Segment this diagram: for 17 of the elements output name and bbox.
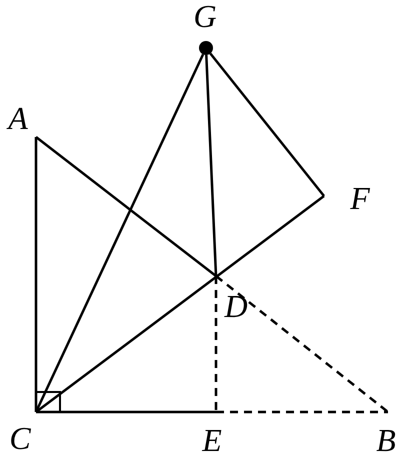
- line-segment: [205, 54, 218, 276]
- line-segment: [209, 52, 325, 197]
- line-segment: [35, 136, 217, 277]
- dashed-line: [216, 410, 388, 414]
- dashed-line: [215, 275, 389, 413]
- line-segment: [34, 137, 38, 412]
- line-segment: [34, 54, 204, 413]
- point-label: D: [224, 290, 248, 322]
- line-segment: [36, 410, 216, 414]
- point-label: C: [9, 422, 31, 454]
- point-label: A: [8, 102, 28, 134]
- point-label: B: [376, 424, 396, 456]
- line-segment: [35, 195, 325, 413]
- dashed-line: [214, 276, 218, 412]
- point-label: G: [193, 0, 217, 32]
- point-label: E: [202, 424, 222, 456]
- point-label: F: [350, 182, 370, 214]
